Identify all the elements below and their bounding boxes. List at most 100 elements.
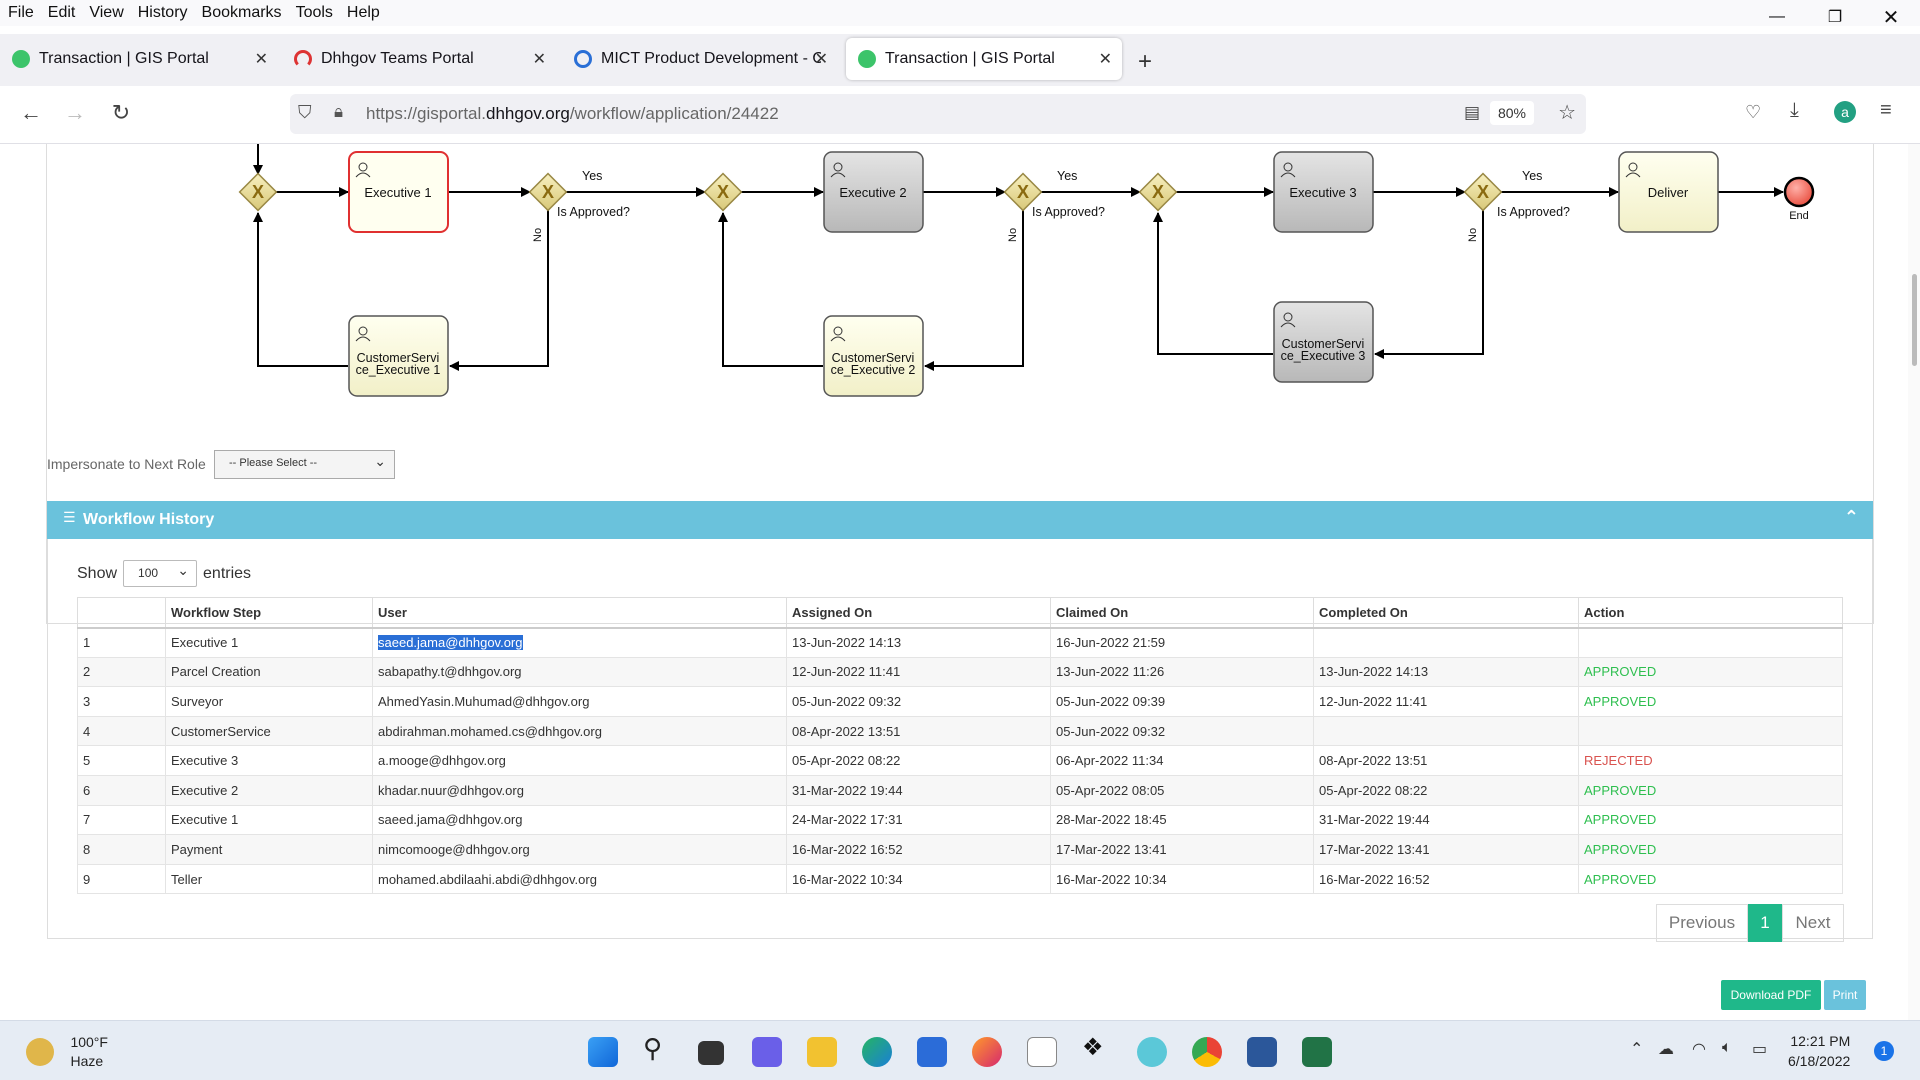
task-deliver[interactable]: Deliver <box>1618 151 1719 233</box>
tab-transaction-1[interactable]: Transaction | GIS Portal ✕ <box>0 38 278 80</box>
bookmark-star-icon[interactable]: ☆ <box>1558 102 1576 124</box>
pocket-icon[interactable]: ♡ <box>1745 102 1762 122</box>
task-executive-1[interactable]: Executive 1 <box>348 151 449 233</box>
chevron-up-icon[interactable]: ⌃ <box>1843 507 1859 527</box>
column-header-assigned[interactable]: Assigned On <box>786 597 1051 629</box>
notification-badge[interactable]: 1 <box>1874 1041 1894 1061</box>
menu-tools[interactable]: Tools <box>295 4 333 21</box>
menu-file[interactable]: File <box>8 4 34 21</box>
table-cell: 05-Apr-2022 08:05 <box>1050 774 1314 806</box>
entries-per-page-select[interactable]: 100 <box>123 560 198 587</box>
reload-icon[interactable]: ↻ <box>111 100 131 125</box>
minimize-icon[interactable]: — <box>1769 8 1785 25</box>
file-explorer-icon[interactable] <box>807 1037 837 1067</box>
close-window-icon[interactable]: ✕ <box>1882 6 1900 29</box>
scrollbar-thumb[interactable] <box>1912 274 1917 366</box>
page-scrollbar[interactable] <box>1908 144 1920 1020</box>
word-icon[interactable] <box>1247 1037 1277 1067</box>
extension-icon[interactable]: a <box>1834 101 1856 123</box>
column-header-claimed[interactable]: Claimed On <box>1050 597 1314 629</box>
chrome-icon[interactable] <box>1192 1037 1222 1067</box>
menu-bookmarks[interactable]: Bookmarks <box>201 4 282 21</box>
column-header-action[interactable]: Action <box>1578 597 1843 629</box>
column-header-user[interactable]: User <box>372 597 787 629</box>
gateway-icon: X X X X X X <box>238 172 1503 212</box>
menu-history[interactable]: History <box>137 4 188 21</box>
shield-icon[interactable]: ⛉ <box>298 102 312 122</box>
close-tab-icon[interactable]: ✕ <box>532 51 546 68</box>
chevron-up-icon[interactable]: ⌃ <box>1630 1041 1644 1058</box>
tab-product-dev[interactable]: MICT Product Development - O ✕ <box>562 38 832 80</box>
store-icon[interactable] <box>917 1037 947 1067</box>
excel-icon[interactable] <box>1302 1037 1332 1067</box>
close-tab-icon[interactable]: ✕ <box>1098 51 1112 68</box>
task-executive-3[interactable]: Executive 3 <box>1273 151 1374 233</box>
table-cell <box>1313 715 1579 747</box>
impersonate-role-select[interactable]: -- Please Select -- <box>214 450 395 479</box>
task-view-icon[interactable] <box>698 1041 724 1065</box>
print-button[interactable]: Print <box>1824 980 1866 1010</box>
url-text[interactable]: https://gisportal.dhhgov.org/workflow/ap… <box>366 104 779 123</box>
flow-label-approved: Is Approved? <box>1497 205 1570 219</box>
task-customer-service-executive-1[interactable]: CustomerServi ce_Executive 1 <box>348 315 449 397</box>
mail-icon[interactable] <box>1137 1037 1167 1067</box>
close-tab-icon[interactable]: ✕ <box>814 51 828 68</box>
dropbox-icon[interactable]: ❖ <box>1082 1034 1104 1061</box>
amazon-icon[interactable] <box>1027 1037 1057 1067</box>
restore-icon[interactable]: ❐ <box>1827 9 1843 26</box>
column-header-index[interactable] <box>77 597 166 629</box>
search-icon[interactable]: ⚲ <box>643 1033 663 1063</box>
forward-arrow-icon[interactable]: → <box>64 100 86 125</box>
windows-start-icon[interactable] <box>588 1037 618 1067</box>
navigation-bar: ← → ↻ ⛉ 🔒︎ https://gisportal.dhhgov.org/… <box>0 86 1920 144</box>
menu-view[interactable]: View <box>89 4 124 21</box>
volume-icon[interactable]: 🔈︎ <box>1722 1039 1732 1056</box>
table-cell: REJECTED <box>1578 745 1843 776</box>
onedrive-icon[interactable]: ☁ <box>1658 1041 1674 1058</box>
download-pdf-button[interactable]: Download PDF <box>1721 980 1821 1010</box>
task-customer-service-executive-2[interactable]: CustomerServi ce_Executive 2 <box>823 315 924 397</box>
download-icon[interactable]: ⤓ <box>1790 99 1799 121</box>
task-executive-2[interactable]: Executive 2 <box>823 151 924 233</box>
table-cell: 12-Jun-2022 11:41 <box>786 656 1051 688</box>
previous-page-button[interactable]: Previous <box>1656 904 1748 942</box>
firefox-icon[interactable] <box>972 1037 1002 1067</box>
new-tab-icon[interactable]: + <box>1138 48 1153 75</box>
table-cell: 12-Jun-2022 11:41 <box>1313 686 1579 717</box>
task-customer-service-executive-3[interactable]: CustomerServi ce_Executive 3 <box>1273 301 1374 383</box>
edge-browser-icon[interactable] <box>862 1037 892 1067</box>
reader-view-icon[interactable]: ▤ <box>1463 103 1480 122</box>
close-tab-icon[interactable]: ✕ <box>254 51 268 68</box>
lock-icon[interactable]: 🔒︎ <box>334 102 344 121</box>
next-page-button[interactable]: Next <box>1782 904 1844 942</box>
teams-chat-icon[interactable] <box>752 1037 782 1067</box>
zoom-level[interactable]: 80% <box>1489 101 1534 125</box>
back-arrow-icon[interactable]: ← <box>20 100 42 125</box>
table-cell: sabapathy.t@dhhgov.org <box>372 656 787 688</box>
page-1-button[interactable]: 1 <box>1748 904 1782 942</box>
tab-teams-portal[interactable]: Dhhgov Teams Portal ✕ <box>282 38 556 80</box>
column-header-completed[interactable]: Completed On <box>1313 597 1579 629</box>
menu-edit[interactable]: Edit <box>47 4 76 21</box>
column-header-step[interactable]: Workflow Step <box>165 597 373 629</box>
table-cell: 6 <box>77 774 166 806</box>
workflow-history-header[interactable]: ☰ Workflow History ⌃ <box>47 501 1873 539</box>
menu-bar: File Edit View History Bookmarks Tools H… <box>0 0 1920 26</box>
menu-help[interactable]: Help <box>346 4 380 21</box>
hamburger-menu-icon[interactable]: ≡ <box>1880 99 1892 121</box>
wifi-icon[interactable]: ◠ <box>1692 1041 1706 1058</box>
battery-icon[interactable]: ▭ <box>1752 1041 1768 1058</box>
tab-transaction-active[interactable]: Transaction | GIS Portal ✕ <box>846 38 1122 80</box>
url-bar[interactable]: ⛉ 🔒︎ https://gisportal.dhhgov.org/workfl… <box>290 94 1586 134</box>
